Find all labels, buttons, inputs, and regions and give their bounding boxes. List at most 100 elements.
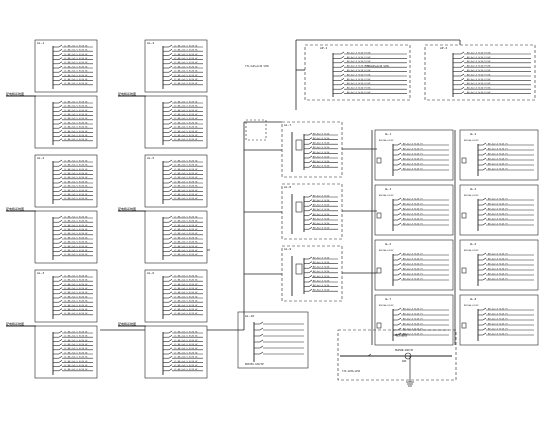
breaker-symbol: [168, 180, 173, 184]
breaker-symbol: [482, 277, 487, 281]
grid-panel-box: [374, 239, 454, 291]
circuit-text: L1 BV-2x2.5 SC20 WC: [174, 225, 199, 227]
circuit-text: L1 BV-2x2.5 SC20 WC: [174, 361, 199, 363]
circuit-text: BV-2x2.5 SC15 FC: [488, 278, 509, 280]
circuit-text: L1 BV-2x2.5 SC20 WC: [174, 75, 199, 77]
breaker-symbol: [168, 117, 173, 121]
breaker-symbol: [482, 322, 487, 326]
circuit-text: BV-2x2.5 SC15 FC: [488, 253, 509, 255]
circuit-text: BV-2x2.5 SC15 FC: [488, 198, 509, 200]
breaker-symbol: [168, 65, 173, 69]
breaker-symbol: [308, 288, 313, 292]
grid-panel-box: [374, 129, 454, 181]
circuit-text: L1 BV-2x2.5 SC20 WC: [64, 296, 89, 298]
group-caption: 配电箱系统图: [6, 91, 24, 96]
panel-box: [144, 154, 208, 208]
breaker-symbol: [482, 142, 487, 146]
breaker-symbol: [397, 307, 402, 311]
grid-breaker-text: NSX100-63/3P: [379, 140, 394, 142]
breaker-symbol: [168, 184, 173, 188]
circuit-text: BV-3x2.5 SC20 FC/WC: [467, 83, 492, 85]
breaker-symbol: [340, 64, 345, 68]
breaker-symbol: [482, 257, 487, 261]
breaker-symbol: [168, 100, 173, 104]
circuit-text: BV-3x2.5 SC20 FC/WC: [347, 52, 372, 54]
grid-panel-label: AL-5: [385, 242, 392, 246]
circuit-text: BV-3x2.5 SC20: [313, 195, 330, 197]
circuit-text: BV-3x2.5 SC20: [313, 285, 330, 287]
circuit-text: L1 BV-2x2.5 SC20 WC: [174, 165, 199, 167]
circuit-text: L1 BV-2x2.5 SC20 WC: [64, 45, 89, 47]
breaker-symbol: [482, 317, 487, 321]
breaker-symbol: [308, 265, 313, 269]
breaker-symbol: [482, 222, 487, 226]
breaker-symbol: [168, 330, 173, 334]
panel-box: [144, 210, 208, 264]
breaker-box: [295, 139, 303, 151]
circuit-text: BV-3x2.5 SC20 FC/WC: [467, 74, 492, 76]
circuit-text: L1 BV-2x2.5 SC20 WC: [174, 237, 199, 239]
breaker-symbol: [58, 291, 63, 295]
circuit-text: L1 BV-2x2.5 SC20 WC: [174, 292, 199, 294]
breaker-symbol: [58, 104, 63, 108]
grid-breaker-text: NSX100-63/3P: [379, 195, 394, 197]
circuit-text: L1 BV-2x2.5 SC20 WC: [64, 114, 89, 116]
circuit-text: BV-3x2.5 SC20: [313, 143, 330, 145]
breaker-symbol: [168, 299, 173, 303]
circuit-text: L1 BV-2x2.5 SC20 WC: [174, 233, 199, 235]
grid-breaker-text: NSX100-63/3P: [464, 305, 479, 307]
circuit-text: BV-3x2.5 SC20: [313, 218, 330, 220]
grid-panel-box: [459, 184, 539, 236]
breaker-symbol: [460, 60, 465, 64]
circuit-text: L1 BV-2x2.5 SC20 WC: [64, 246, 89, 248]
breaker-symbol: [308, 261, 313, 264]
circuit-text: BV-3x2.5 SC20: [313, 166, 330, 168]
circuit-text: BV-3x2.5 SC20: [313, 147, 330, 149]
circuit-text: L1 BV-2x2.5 SC20 WC: [64, 198, 89, 200]
circuit-text: L1 BV-2x2.5 SC20 WC: [174, 181, 199, 183]
panel-label: AL-5: [147, 156, 154, 160]
circuit-text: L1 BV-2x2.5 SC20 WC: [174, 369, 199, 371]
group-caption: 配电箱系统图: [118, 321, 136, 326]
circuit-text: L1 BV-2x2.5 SC20 WC: [174, 45, 199, 47]
breaker-symbol: [58, 197, 63, 201]
breaker-symbol: [58, 53, 63, 56]
circuit-text: BV-3x2.5 SC20: [313, 214, 330, 216]
breaker-symbol: [58, 121, 63, 125]
breaker-symbol: [397, 267, 402, 271]
breaker-symbol: [482, 207, 487, 211]
group-caption: 配电箱系统图: [118, 206, 136, 211]
circuit-text: BV-3x2.5 SC20: [313, 280, 330, 282]
breaker-box: [295, 263, 303, 275]
circuit-text: BV-3x2.5 SC20: [313, 257, 330, 259]
circuit-text: BV-2x2.5 SC15 FC: [488, 318, 509, 320]
breaker-symbol: [58, 215, 63, 219]
circuit-text: L1 BV-2x2.5 SC20 WC: [174, 242, 199, 244]
breaker-symbol: [397, 257, 402, 261]
breaker-symbol: [168, 278, 173, 282]
breaker-symbol: [308, 132, 313, 136]
circuit-text: L1 BV-2x2.5 SC20 WC: [64, 101, 89, 103]
circuit-text: L1 BV-2x2.5 SC20 WC: [174, 122, 199, 124]
breaker-symbol: [482, 152, 487, 156]
panel-box: [34, 269, 98, 323]
breaker-symbol: [308, 194, 313, 198]
breaker-symbol: [340, 60, 345, 64]
circuit-text: L1 BV-2x2.5 SC20 WC: [174, 344, 199, 346]
breaker-symbol: [482, 157, 487, 161]
breaker-symbol: [58, 249, 63, 252]
breaker-symbol: [58, 364, 63, 367]
panel-box: [34, 325, 98, 379]
breaker-symbol: [397, 207, 402, 211]
breaker-symbol: [58, 304, 63, 307]
panel-box: [144, 269, 208, 323]
panel-box: [34, 210, 98, 264]
breaker-symbol: [482, 217, 487, 221]
circuit-text: BV-2x2.5 SC15 FC: [488, 148, 509, 150]
breaker-symbol: [168, 138, 173, 142]
circuit-text: BV-2x2.5 SC15 FC: [488, 213, 509, 215]
circuit-text: L1 BV-2x2.5 SC20 WC: [174, 71, 199, 73]
center-panel-box: [281, 121, 343, 178]
breaker-symbol: [168, 134, 173, 137]
grid-panel-label: AL-6: [470, 242, 477, 246]
